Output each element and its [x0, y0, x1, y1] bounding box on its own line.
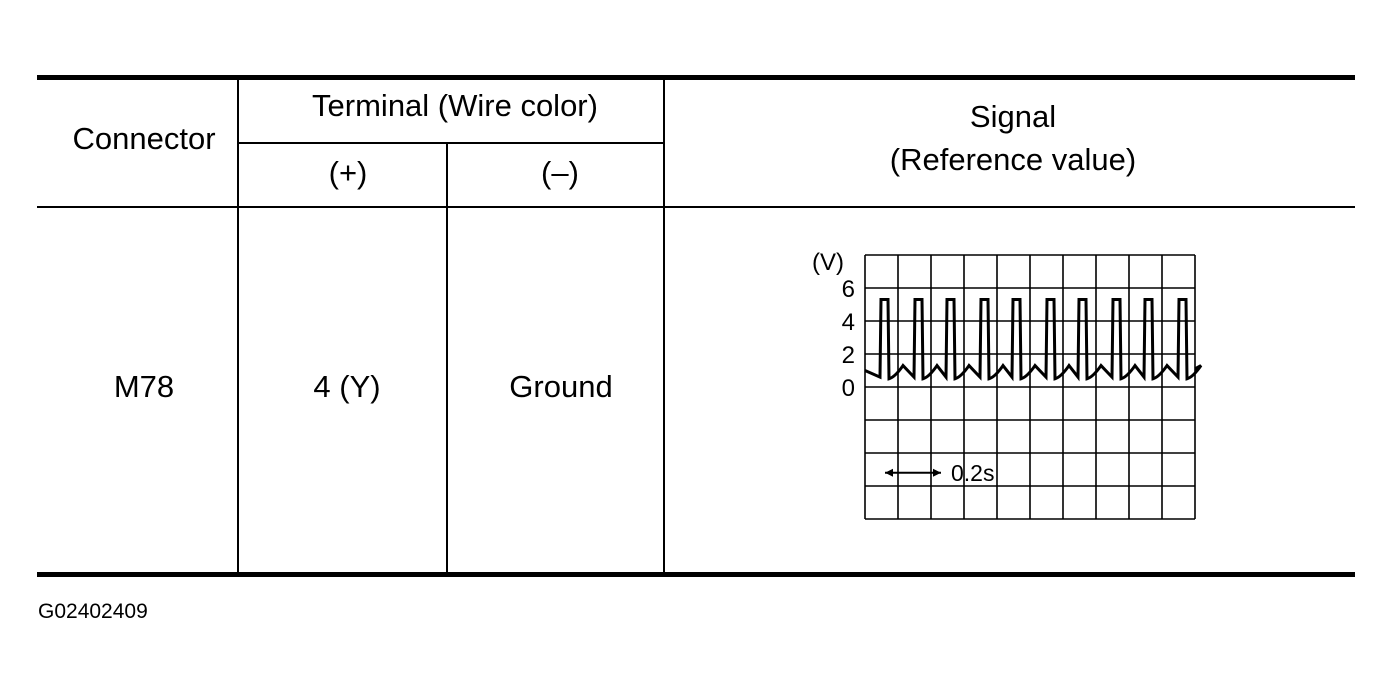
header-signal-reference: (Reference value) — [889, 142, 1137, 177]
table-top-border — [37, 75, 1355, 80]
header-plus: (+) — [328, 155, 368, 190]
column-divider-3 — [663, 78, 665, 574]
cell-connector: M78 — [113, 369, 175, 404]
terminal-subheader-divider — [237, 142, 665, 144]
header-signal: Signal — [969, 99, 1057, 134]
time-scale-label: 0.2s — [951, 460, 994, 486]
cell-minus-terminal: Ground — [509, 369, 613, 404]
y-axis-label: (V) — [812, 249, 844, 276]
y-tick-label: 4 — [842, 309, 855, 336]
chart-grid — [864, 254, 1196, 520]
y-tick-label: 2 — [842, 342, 855, 369]
y-tick-label: 0 — [842, 375, 855, 402]
header-connector: Connector — [72, 121, 216, 156]
time-scale-indicator: 0.2s — [885, 460, 994, 486]
table-bottom-border — [37, 572, 1355, 577]
signal-waveform-chart: 6 4 2 0 (V) 0.2s — [812, 249, 1203, 520]
y-tick-label: 6 — [842, 276, 855, 303]
header-minus: (–) — [541, 155, 579, 190]
y-axis-ticks: 6 4 2 0 — [842, 276, 855, 402]
figure-id: G02402409 — [38, 600, 148, 623]
arrow-right-icon — [933, 468, 941, 477]
cell-plus-terminal: 4 (Y) — [313, 369, 381, 404]
column-divider-1 — [237, 78, 239, 574]
header-terminal: Terminal (Wire color) — [312, 88, 598, 123]
column-divider-2 — [446, 142, 448, 574]
arrow-left-icon — [885, 468, 893, 477]
signal-trace — [864, 298, 1203, 382]
header-bottom-divider — [37, 206, 1355, 208]
